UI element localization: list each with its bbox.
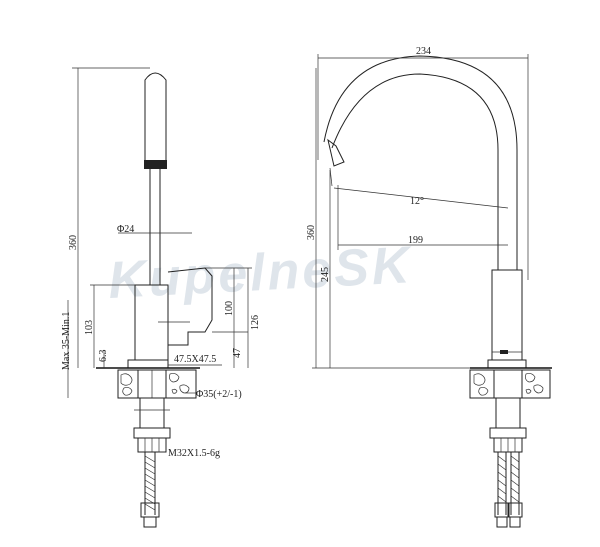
mounting-shank bbox=[133, 397, 171, 453]
side-dimensions: 360 Φ24 103 Max 35-Min.1 6.3 47.5X47.5 1… bbox=[61, 67, 261, 459]
countertop-section bbox=[117, 369, 197, 399]
front-shank bbox=[489, 397, 527, 453]
dim-body: 245 bbox=[320, 267, 331, 282]
dim-height-left: 360 bbox=[68, 235, 79, 250]
front-view: 234 12° 199 360 245 bbox=[306, 46, 552, 528]
dim-max-min: Max 35-Min.1 bbox=[61, 312, 72, 370]
dim-square: 47.5X47.5 bbox=[174, 354, 216, 365]
dim-hole: Φ35(+2/-1) bbox=[196, 389, 242, 400]
watermark: KupelneSK bbox=[107, 236, 414, 310]
dim-angle: 12° bbox=[410, 196, 424, 207]
spout-tube bbox=[144, 72, 167, 169]
dim-width: 234 bbox=[416, 46, 431, 57]
front-hoses bbox=[494, 452, 523, 528]
front-countertop bbox=[469, 369, 551, 399]
dim-reach: 199 bbox=[408, 235, 423, 246]
dim-126: 126 bbox=[250, 315, 261, 330]
supply-hose bbox=[140, 452, 160, 528]
dim-thread: M32X1.5-6g bbox=[168, 448, 220, 459]
lever-handle bbox=[167, 267, 213, 346]
aerator bbox=[144, 160, 167, 169]
side-view: 360 Φ24 103 Max 35-Min.1 6.3 47.5X47.5 1… bbox=[61, 67, 261, 528]
front-body bbox=[491, 269, 523, 361]
dim-47: 47 bbox=[232, 348, 243, 358]
front-dimensions: 234 12° 199 360 245 bbox=[306, 46, 529, 369]
dim-100: 100 bbox=[224, 301, 235, 316]
gooseneck-spout bbox=[323, 55, 518, 270]
dim-diameter: Φ24 bbox=[117, 224, 134, 235]
dim-height-right: 360 bbox=[306, 225, 317, 240]
dim-body-height: 103 bbox=[84, 320, 95, 335]
dim-6-3: 6.3 bbox=[98, 350, 109, 363]
